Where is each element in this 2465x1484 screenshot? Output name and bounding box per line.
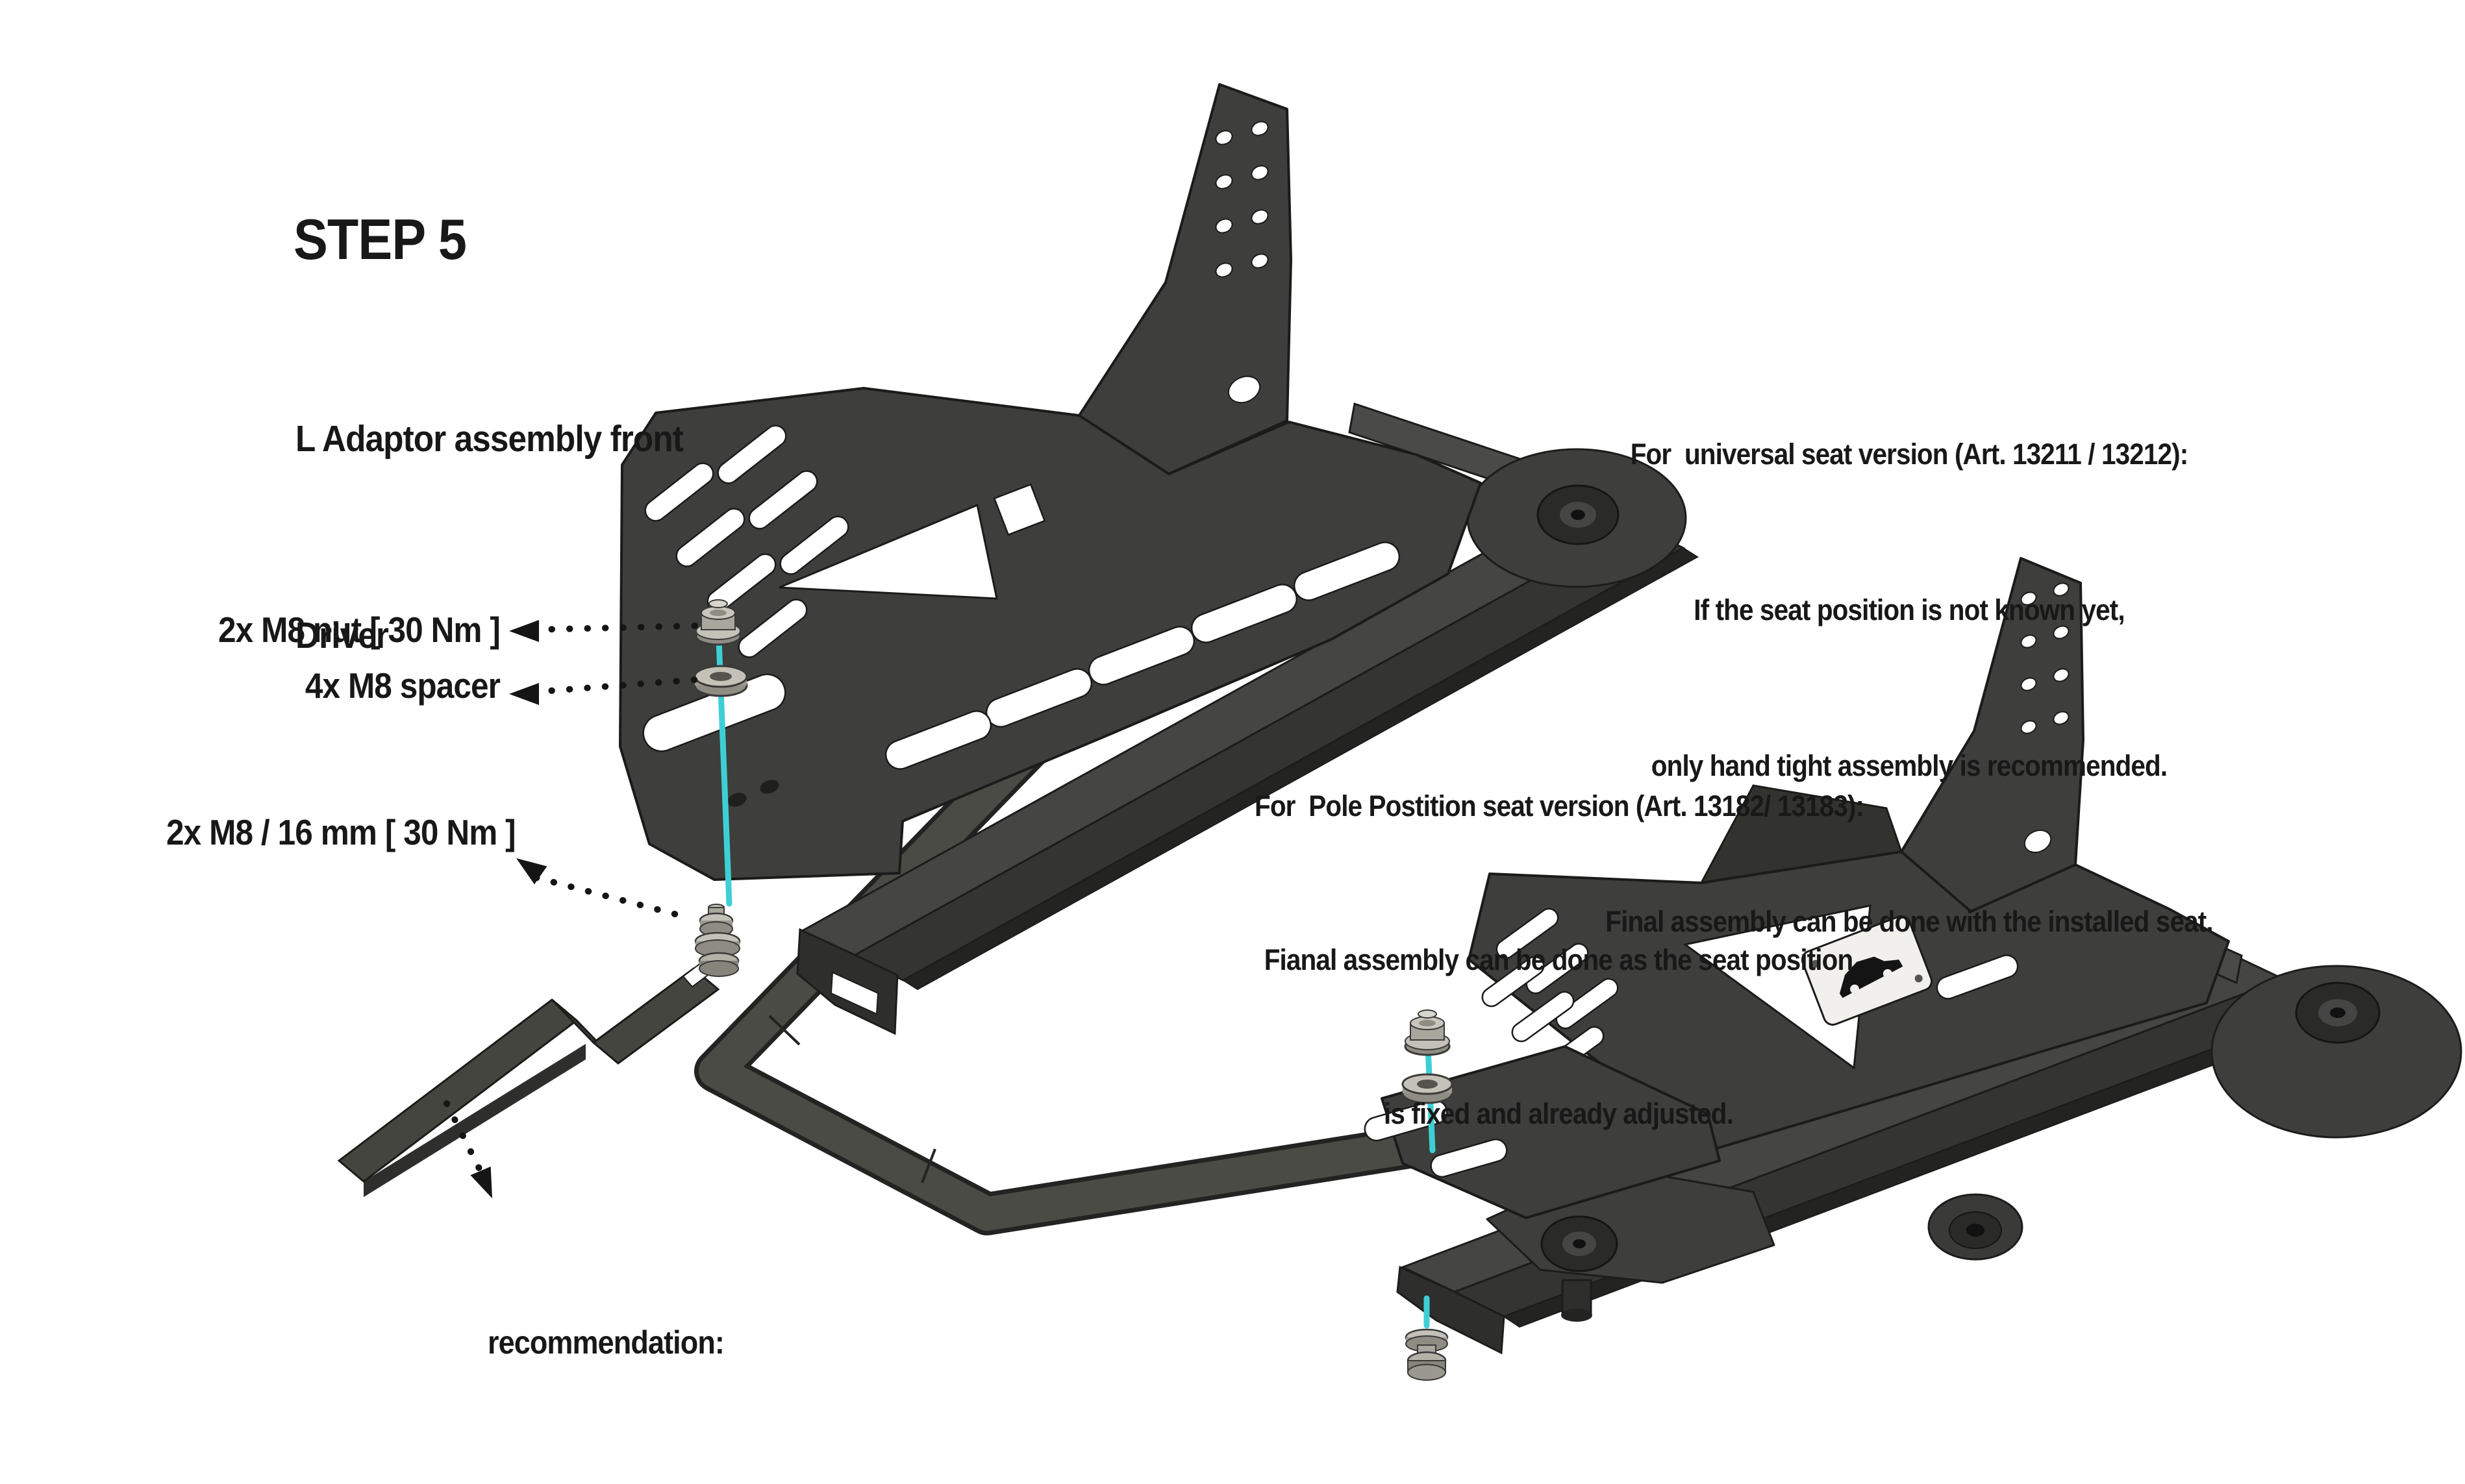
leader-spacer (509, 676, 707, 705)
rail-foot (2210, 965, 2462, 1139)
note-universal-line3: only hand tight assembly is recommended. (1651, 749, 2168, 782)
part-label-nut: 2x M8 nut [ 30 Nm ] (218, 610, 501, 650)
arrowhead-icon (509, 683, 539, 705)
rail-rear-foot (1927, 1193, 2023, 1261)
step-title: STEP 5 (294, 207, 467, 271)
rail-foot (1466, 448, 1687, 588)
arrowhead-icon (516, 858, 547, 885)
m8-nut-right (1404, 1009, 1451, 1056)
leader-recommendation (444, 1100, 492, 1198)
left-adaptor-bracket (619, 387, 1482, 881)
note-recommendation: recommendation: use special slider tool … (314, 1200, 898, 1484)
left-slider-rail (796, 402, 1699, 1035)
bracket-square-cutout (993, 483, 1046, 536)
note-universal-line2: If the seat position is not known yet, (1694, 593, 2125, 626)
m8-spacer-left (694, 665, 748, 697)
note-pole-position-seat: For Pole Postition seat version (Art. 13… (1255, 678, 1864, 1242)
right-slider-rail (1396, 893, 2462, 1355)
note-pole-line2: Fianal assembly can be done as the seat … (1264, 943, 1853, 976)
m8-nut-left (695, 599, 742, 646)
arrowhead-icon (470, 1167, 492, 1198)
bracket-vent-slots (644, 425, 849, 658)
step-subtitle-line1: L Adaptor assembly front (295, 418, 684, 460)
note-recommendation-line1: recommendation: (487, 1324, 725, 1361)
m8-bolt-left (694, 904, 741, 977)
right-mounting-flange (1364, 1045, 1721, 1219)
leader-lines (444, 620, 707, 1198)
right-bracket-fin (1900, 557, 2084, 913)
m8-bolt-right (1405, 1328, 1449, 1381)
left-assembly (619, 83, 1699, 1035)
bracket-triangle-cutout (779, 503, 998, 600)
brand-label-plate (1801, 915, 1933, 1026)
right-assembly (1364, 557, 2462, 1355)
fin-holes (2020, 582, 2070, 854)
m8-spacer-right (1401, 1073, 1453, 1104)
part-label-spacer: 4x M8 spacer (305, 665, 501, 706)
note-universal-seat: For universal seat version (Art. 13211 /… (1588, 325, 2231, 1052)
left-bracket-fin (1078, 83, 1292, 475)
part-label-bolt: 2x M8 / 16 mm [ 30 Nm ] (166, 812, 516, 852)
bracket-mid-slots (642, 541, 1401, 770)
arrowhead-icon (509, 620, 539, 642)
note-universal-line4: Final assembly can be done with the inst… (1605, 905, 2213, 938)
leader-bolt (516, 858, 693, 921)
slider-tool (337, 956, 720, 1197)
note-universal-line1: For universal seat version (Art. 13211 /… (1630, 438, 2189, 471)
step-subtitle-line2: Driver (295, 615, 389, 656)
leader-nut (509, 620, 699, 642)
note-pole-line1: For Pole Postition seat version (Art. 13… (1255, 789, 1864, 822)
fin-holes (1215, 121, 1269, 404)
rail-channel-end (1396, 1265, 1505, 1355)
note-pole-line3: is fixed and already adjusted. (1384, 1097, 1734, 1130)
step-subtitle: L Adaptor assembly front Driver (295, 275, 684, 800)
